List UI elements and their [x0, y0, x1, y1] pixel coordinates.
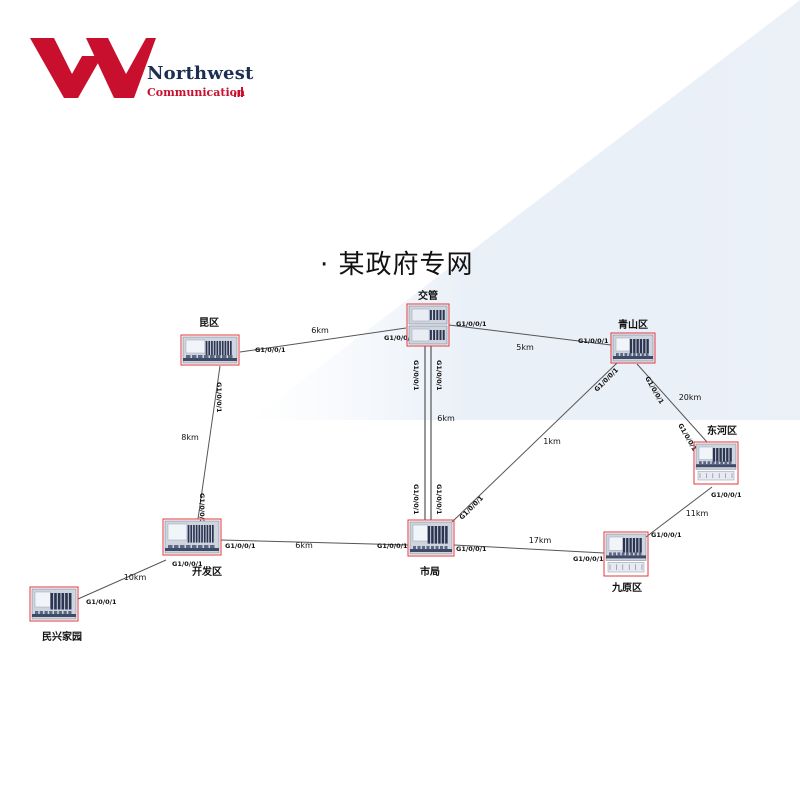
- port-label: G1/0/0/1: [225, 542, 256, 550]
- port-label: G1/0/0/1: [435, 360, 443, 391]
- link-distance: 6km: [295, 541, 313, 550]
- link-line: [197, 365, 221, 520]
- node-kaifa[interactable]: 开发区: [162, 518, 222, 578]
- port-label: G1/0/0/1: [676, 422, 698, 453]
- link-distance: 20km: [679, 393, 702, 402]
- link-kaifa-shiju: 6km G1/0/0/1 G1/0/0/1: [220, 539, 409, 550]
- link-distance: 1km: [543, 437, 561, 446]
- node-label: 交管: [418, 289, 438, 302]
- link-distance: 11km: [686, 509, 709, 518]
- port-label: G1/0/0/1: [198, 493, 206, 524]
- device-frame: [29, 586, 79, 622]
- router-icon[interactable]: [612, 334, 654, 362]
- router-icon[interactable]: [409, 521, 453, 555]
- port-label: G1/0/0/1: [86, 598, 117, 606]
- port-label: G1/0/0/1: [643, 375, 665, 406]
- link-line: [220, 539, 409, 546]
- port-label: G1/0/0/1: [215, 382, 223, 413]
- device-frame: [603, 531, 649, 577]
- router-icon[interactable]: [182, 336, 238, 364]
- node-jiuyuan[interactable]: 九原区: [603, 531, 649, 594]
- port-label: G1/0/0/1: [412, 360, 420, 391]
- port-label: G1/0/0/1: [412, 484, 420, 515]
- logo-name: Northwest: [147, 63, 254, 84]
- signal-bars-icon: [234, 87, 243, 97]
- router-icon[interactable]: [31, 588, 77, 620]
- port-label: G1/0/0/1: [593, 366, 621, 394]
- port-label: G1/0/0/1: [573, 555, 604, 563]
- node-label: 昆区: [199, 317, 219, 329]
- node-label: 九原区: [611, 581, 642, 594]
- device-frame: [180, 334, 240, 366]
- link-distance: 6km: [311, 326, 329, 335]
- port-label: G1/0/0/1: [578, 337, 609, 345]
- node-label: 青山区: [618, 318, 648, 331]
- link-line: [453, 544, 605, 554]
- node-shiju[interactable]: 市局: [407, 519, 455, 578]
- link-distance: 10km: [124, 573, 147, 582]
- link-line: [448, 324, 612, 346]
- northwest-logo-mark: [30, 38, 156, 98]
- router-icon[interactable]: [164, 520, 220, 554]
- node-kunqu[interactable]: 昆区: [180, 317, 240, 366]
- port-label: G1/0/0/1: [651, 531, 682, 539]
- page-title: · 某政府专网: [320, 250, 474, 280]
- node-jiaoguan[interactable]: 交管: [406, 289, 450, 347]
- link-distance: 6km: [437, 414, 455, 423]
- port-label: G1/0/0/1: [384, 334, 415, 342]
- port-label: G1/0/0/1: [456, 545, 487, 553]
- port-label: G1/0/0/1: [377, 542, 408, 550]
- device-frame: [693, 441, 739, 485]
- node-label: 民兴家园: [42, 630, 82, 643]
- link-line: [645, 486, 713, 538]
- node-minxing[interactable]: 民兴家园: [29, 586, 82, 643]
- router-icon[interactable]: [605, 533, 647, 573]
- link-line: [636, 363, 708, 443]
- link-distance: 17km: [529, 536, 552, 545]
- node-label: 东河区: [707, 424, 737, 437]
- router-icon[interactable]: [408, 305, 448, 345]
- port-label: G1/0/0/1: [711, 491, 742, 499]
- device-frame: [406, 303, 450, 347]
- logo-subtitle: Communication: [147, 86, 245, 99]
- node-donghe[interactable]: 东河区: [693, 424, 739, 485]
- link-distance: 8km: [181, 433, 199, 442]
- port-label: G1/0/0/1: [456, 320, 487, 328]
- link-line: [77, 559, 167, 600]
- port-label: G1/0/0/1: [435, 484, 443, 515]
- port-label: G1/0/0/1: [458, 494, 486, 522]
- link-line: [451, 362, 618, 523]
- port-label: G1/0/0/1: [172, 560, 203, 568]
- link-distance: 5km: [516, 343, 534, 352]
- link-line: [239, 327, 407, 353]
- node-label: 市局: [420, 565, 440, 578]
- device-frame: [610, 332, 656, 364]
- node-qingshan[interactable]: 青山区: [610, 318, 656, 364]
- router-icon[interactable]: [695, 443, 737, 481]
- port-label: G1/0/0/1: [255, 346, 286, 354]
- device-frame: [407, 519, 455, 557]
- node-label: 开发区: [192, 565, 222, 578]
- device-frame: [162, 518, 222, 556]
